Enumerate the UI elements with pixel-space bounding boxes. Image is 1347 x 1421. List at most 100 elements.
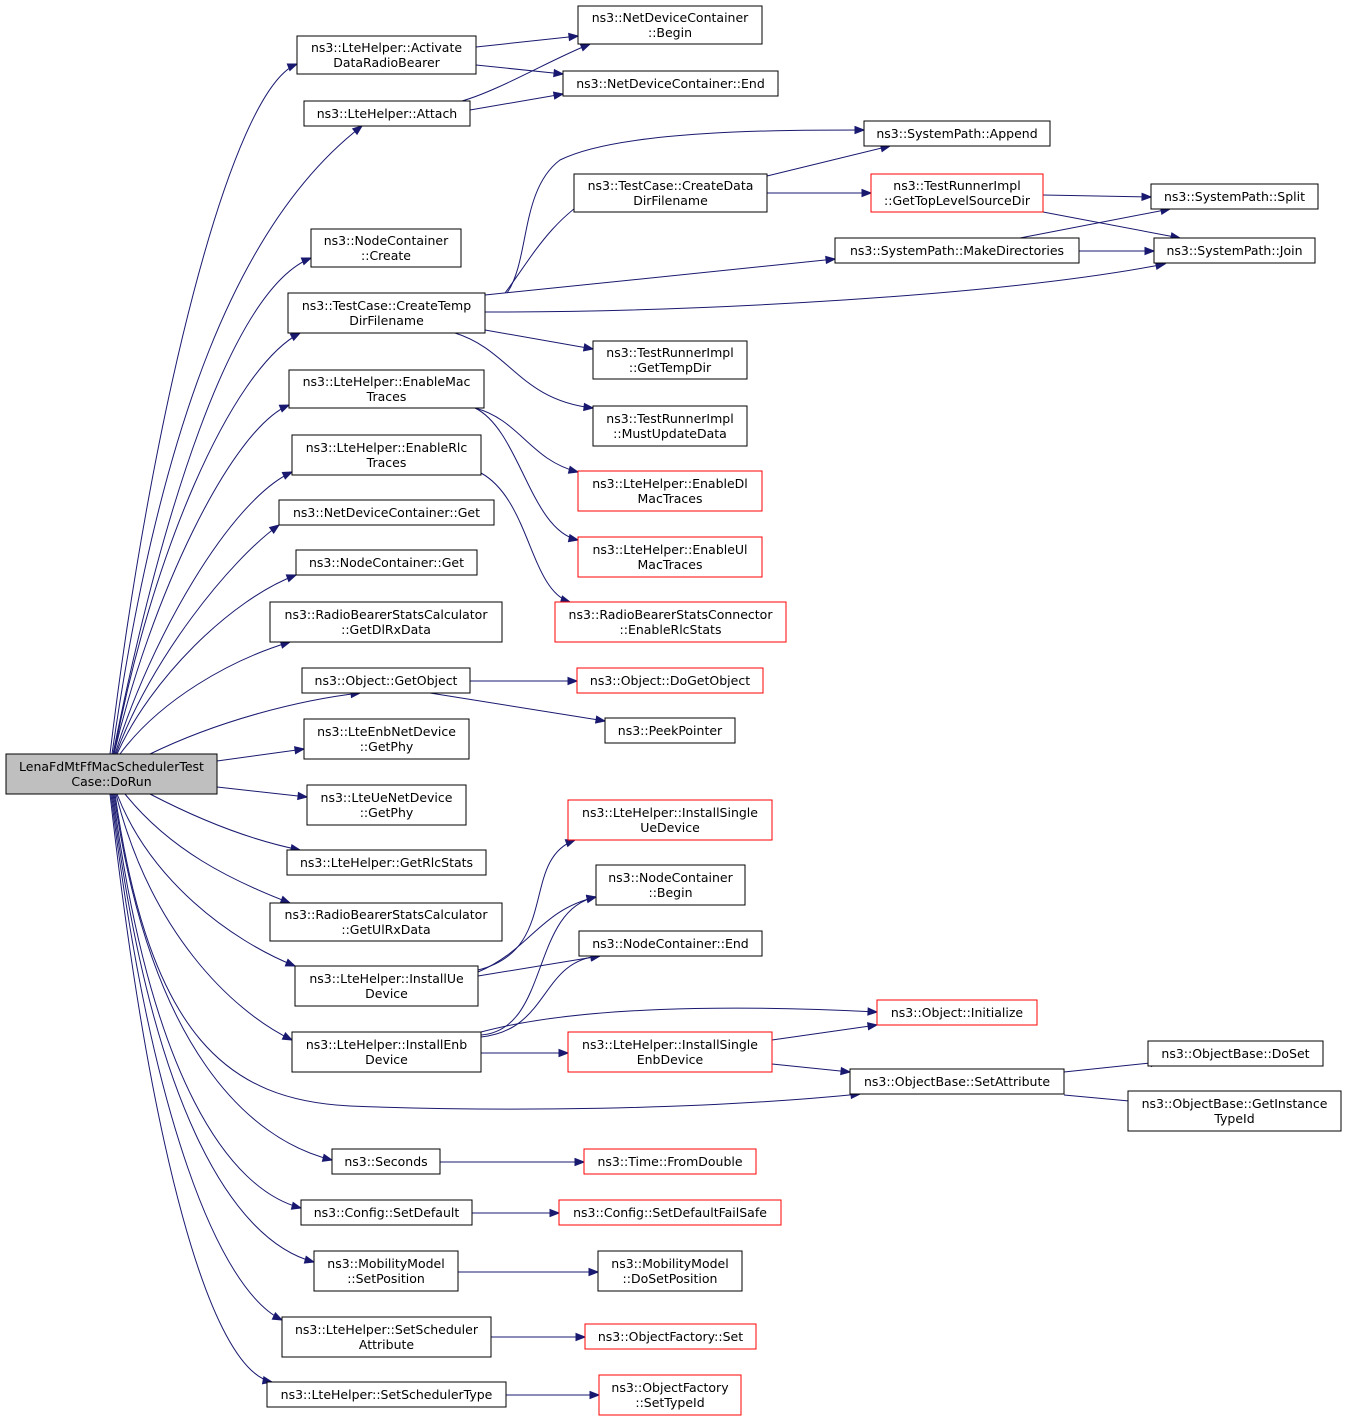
node-ue-getphy[interactable]: ns3::LteUeNetDevice::GetPhy	[306, 784, 467, 826]
node-ob-setattr[interactable]: ns3::ObjectBase::SetAttribute	[849, 1068, 1065, 1095]
arrowhead	[867, 1007, 879, 1016]
edge-root-to-lh_enablerlc	[114, 471, 294, 755]
node-label: ns3::NetDeviceContainer	[592, 10, 749, 25]
edge-line	[1019, 208, 1171, 239]
node-nc-get[interactable]: ns3::NodeContainer::Get	[295, 549, 478, 576]
edge-line	[1063, 1094, 1141, 1103]
node-lh-setschedtype[interactable]: ns3::LteHelper::SetSchedulerType	[266, 1381, 507, 1408]
node-ob-doset[interactable]: ns3::ObjectBase::DoSet	[1147, 1040, 1324, 1067]
arrowhead	[271, 1312, 284, 1321]
node-label: ns3::ObjectBase::DoSet	[1161, 1046, 1309, 1061]
node-label: ::GetPhy	[360, 739, 414, 754]
node-sp-makedirs[interactable]: ns3::SystemPath::MakeDirectories	[834, 237, 1080, 264]
node-box	[573, 173, 768, 213]
node-cfg-setdefault[interactable]: ns3::Config::SetDefault	[300, 1199, 473, 1226]
node-of-settypeid[interactable]: ns3::ObjectFactory::SetTypeId	[598, 1374, 742, 1416]
node-obj-dogetobject[interactable]: ns3::Object::DoGetObject	[576, 667, 764, 694]
node-box	[1150, 183, 1319, 210]
node-sp-split[interactable]: ns3::SystemPath::Split	[1150, 183, 1319, 210]
node-rbsc-getdl[interactable]: ns3::RadioBearerStatsCalculator::GetDlRx…	[269, 601, 503, 643]
node-ndc-end[interactable]: ns3::NetDeviceContainer::End	[562, 70, 779, 97]
edge-line	[115, 793, 293, 1041]
node-nc-create[interactable]: ns3::NodeContainer::Create	[310, 228, 462, 268]
node-tr-gettemp[interactable]: ns3::TestRunnerImpl::GetTempDir	[592, 340, 748, 380]
node-box	[301, 667, 471, 694]
node-box	[286, 849, 487, 876]
edge-root-to-cfg_setdefault	[112, 793, 303, 1210]
node-mm-dosetpos[interactable]: ns3::MobilityModel::DoSetPosition	[597, 1250, 743, 1292]
edge-root-to-lh_setschedattr	[110, 793, 284, 1321]
node-box	[592, 405, 748, 447]
arrowhead	[294, 746, 306, 755]
node-label: ns3::ObjectFactory::Set	[598, 1329, 743, 1344]
node-label: ::MustUpdateData	[613, 426, 727, 441]
node-label: ns3::LteHelper::InstallSingle	[582, 1037, 758, 1052]
node-box	[313, 1250, 459, 1292]
edge-line	[480, 472, 571, 603]
node-nc-end[interactable]: ns3::NodeContainer::End	[578, 930, 763, 957]
node-cfg-setdefaultfs[interactable]: ns3::Config::SetDefaultFailSafe	[558, 1199, 782, 1226]
node-peekpointer[interactable]: ns3::PeekPointer	[604, 717, 736, 744]
edge-root-to-ue_getphy	[216, 786, 309, 801]
node-label: ns3::NetDeviceContainer::Get	[293, 505, 480, 520]
node-label: ns3::LteHelper::SetScheduler	[295, 1322, 479, 1337]
node-sp-join[interactable]: ns3::SystemPath::Join	[1153, 237, 1316, 264]
node-label: ns3::Object::DoGetObject	[590, 673, 750, 688]
node-sp-append[interactable]: ns3::SystemPath::Append	[863, 120, 1051, 147]
node-ndc-begin[interactable]: ns3::NetDeviceContainer::Begin	[577, 5, 763, 45]
node-label: ns3::LteHelper::SetSchedulerType	[281, 1387, 493, 1402]
node-label: Traces	[366, 455, 407, 470]
node-ndc-get[interactable]: ns3::NetDeviceContainer::Get	[278, 499, 495, 526]
node-label: ns3::MobilityModel	[611, 1256, 728, 1271]
node-box	[584, 1323, 757, 1350]
edge-line	[484, 258, 836, 296]
node-rbscon-enable[interactable]: ns3::RadioBearerStatsConnector::EnableRl…	[554, 601, 787, 643]
node-of-set[interactable]: ns3::ObjectFactory::Set	[584, 1323, 757, 1350]
edges	[109, 32, 1182, 1400]
edge-root-to-lh_setschedtype	[109, 793, 274, 1385]
edge-line	[109, 793, 273, 1383]
node-time-fromdouble[interactable]: ns3::Time::FromDouble	[583, 1148, 757, 1175]
node-obj-initialize[interactable]: ns3::Object::Initialize	[876, 999, 1038, 1026]
node-tr-gettop[interactable]: ns3::TestRunnerImpl::GetTopLevelSourceDi…	[870, 173, 1044, 213]
node-attach[interactable]: ns3::LteHelper::Attach	[303, 100, 471, 127]
node-nc-begin[interactable]: ns3::NodeContainer::Begin	[595, 864, 746, 906]
arrowhead	[567, 676, 579, 686]
node-rbsc-getul[interactable]: ns3::RadioBearerStatsCalculator::GetUlRx…	[269, 902, 503, 942]
edge-line	[112, 257, 312, 755]
arrowhead	[840, 1066, 852, 1076]
node-mm-setpos[interactable]: ns3::MobilityModel::SetPosition	[313, 1250, 459, 1292]
edge-line	[477, 896, 597, 973]
arrowhead	[289, 332, 302, 342]
node-enb-getphy[interactable]: ns3::LteEnbNetDevice::GetPhy	[303, 718, 470, 760]
arrowhead	[284, 958, 297, 967]
edge-line	[113, 332, 301, 755]
node-label: ns3::LteHelper::Activate	[311, 40, 462, 55]
node-seconds[interactable]: ns3::Seconds	[331, 1148, 441, 1175]
node-label: DataRadioBearer	[333, 55, 440, 70]
node-tr-mustupdate[interactable]: ns3::TestRunnerImpl::MustUpdateData	[592, 405, 748, 447]
arrowhead	[585, 894, 598, 903]
node-obj-getobject[interactable]: ns3::Object::GetObject	[301, 667, 471, 694]
node-label: ns3::SystemPath::MakeDirectories	[850, 243, 1064, 258]
edge-lh_setschedattr-to-of_set	[491, 1332, 587, 1342]
node-lh-getrlc[interactable]: ns3::LteHelper::GetRlcStats	[286, 849, 487, 876]
node-label: ::DoSetPosition	[623, 1271, 718, 1286]
node-label: ::SetTypeId	[635, 1395, 704, 1410]
arrowhead	[564, 839, 577, 848]
edge-line	[474, 407, 579, 473]
